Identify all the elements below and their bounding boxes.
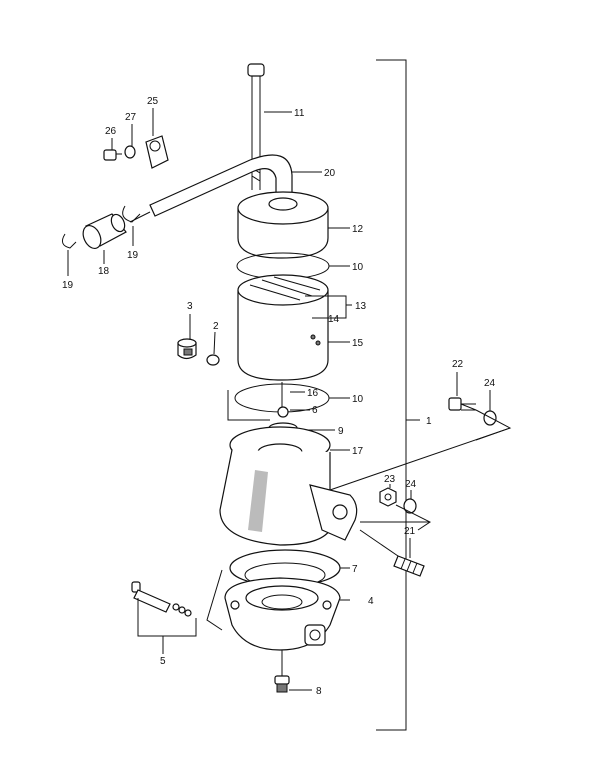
part-15-filter-canister [237, 274, 352, 381]
callout-16: 16 [307, 388, 319, 399]
callout-25: 25 [147, 96, 159, 107]
callout-18: 18 [98, 266, 110, 277]
callout-8: 8 [316, 686, 322, 697]
callout-22: 22 [452, 359, 464, 370]
part-17-pump-body [219, 426, 511, 546]
parts-25-26-27-clamp-bolt [103, 108, 169, 169]
part-10-lower-gasket [227, 382, 350, 434]
part-4-lower-body [206, 569, 350, 651]
callout-labels: 1 2 3 4 5 6 7 8 9 10 10 11 12 13 14 15 1… [62, 96, 496, 697]
callout-27: 27 [125, 112, 137, 123]
assembly-bracket [376, 59, 420, 731]
callout-17: 17 [352, 446, 364, 457]
callout-13: 13 [355, 301, 367, 312]
callout-11: 11 [294, 108, 305, 119]
callout-3: 3 [187, 301, 193, 312]
parts-2-3-plug-washer [177, 314, 220, 366]
parts-18-19-hose-fittings [61, 205, 151, 276]
callout-21: 21 [404, 526, 416, 537]
callout-12: 12 [352, 224, 364, 235]
part-12-top-cover [237, 191, 350, 259]
callout-10-lower: 10 [352, 394, 364, 405]
callout-20: 20 [324, 168, 336, 179]
callout-2: 2 [213, 321, 219, 332]
callout-1: 1 [426, 416, 432, 427]
callout-6: 6 [312, 405, 318, 416]
part-8-drain-plug [274, 650, 312, 693]
callout-14: 14 [328, 314, 340, 325]
callout-4: 4 [368, 596, 374, 607]
callout-26: 26 [105, 126, 117, 137]
parts-21-23-24-stud-nut-washer [359, 484, 431, 577]
callout-24-lower: 24 [405, 479, 417, 490]
callout-9: 9 [338, 426, 344, 437]
callout-23: 23 [384, 474, 396, 485]
part-11-bolt [247, 63, 292, 190]
callout-24-upper: 24 [484, 378, 496, 389]
callout-10-upper: 10 [352, 262, 364, 273]
callout-19-left: 19 [62, 280, 74, 291]
callout-15: 15 [352, 338, 364, 349]
callout-5: 5 [160, 656, 166, 667]
callout-19-right: 19 [127, 250, 139, 261]
part-5-valve-assembly [131, 581, 197, 654]
callout-7: 7 [352, 564, 358, 575]
parts-22-24-bolt-washer [448, 372, 512, 441]
